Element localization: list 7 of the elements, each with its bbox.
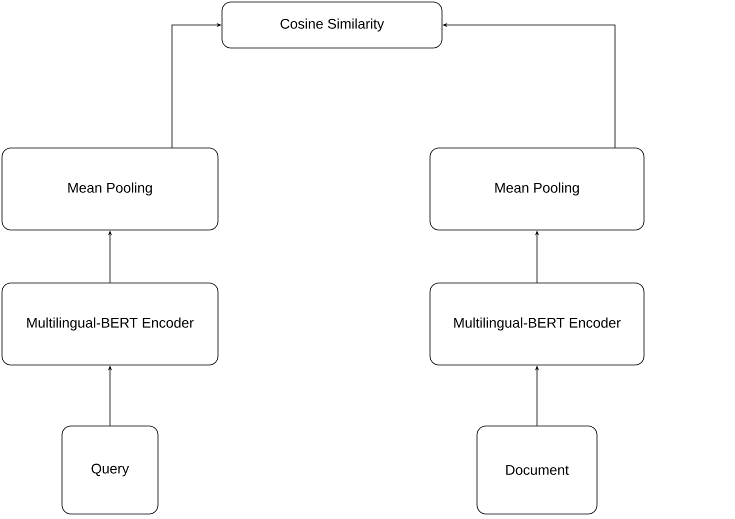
process-box: Mean Pooling: [430, 148, 644, 230]
process-box: Multilingual-BERT Encoder: [2, 282, 218, 366]
process-box: Document: [476, 426, 598, 514]
process-box: Multilingual-BERT Encoder: [430, 282, 644, 366]
process-box: Mean Pooling: [2, 148, 218, 230]
process-box: Cosine Similarity: [222, 2, 442, 48]
process-box: Query: [62, 426, 158, 514]
